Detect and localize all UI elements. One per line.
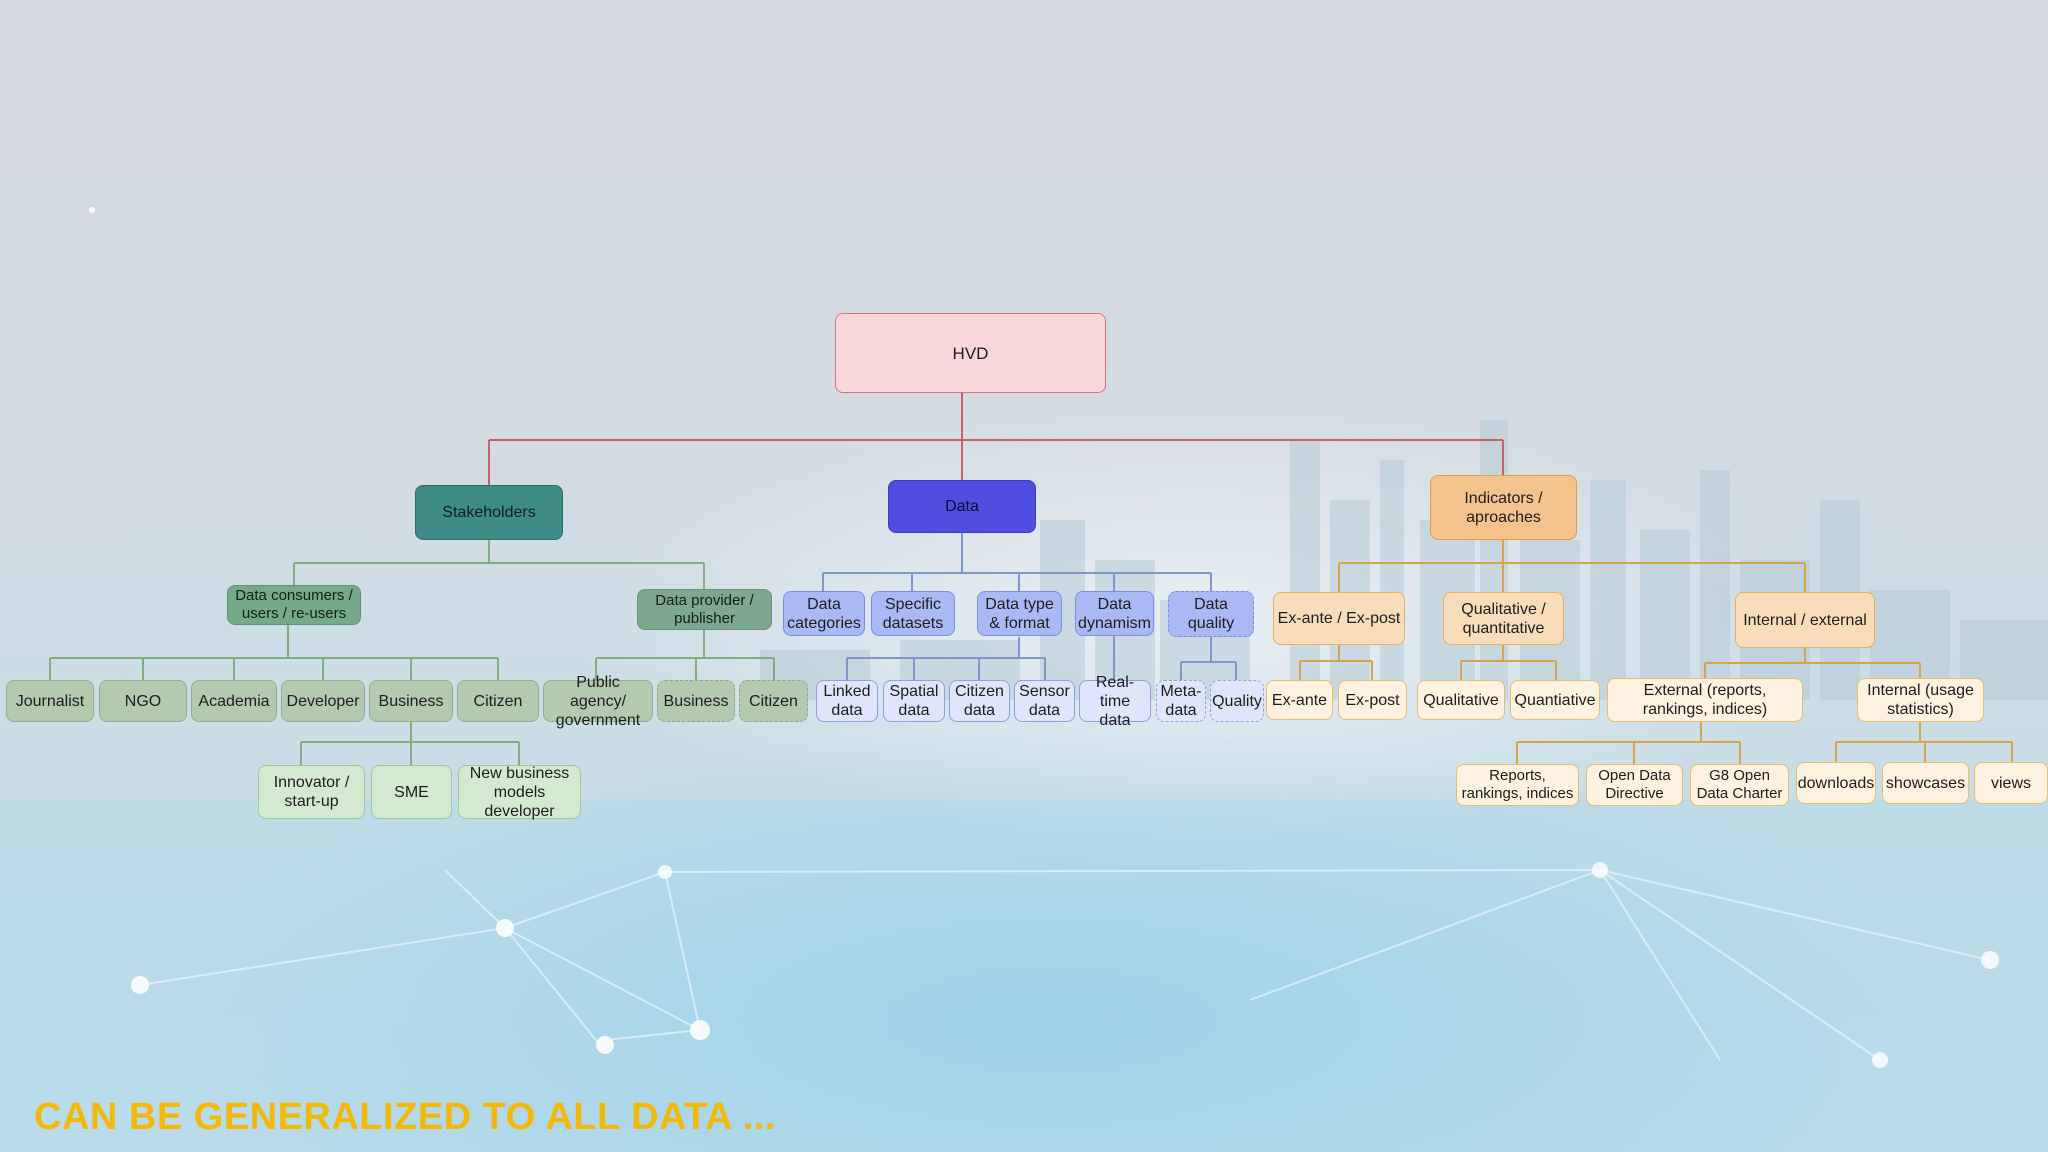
- leaf-public-agency[interactable]: Public agency/ government: [543, 674, 653, 729]
- leaf-views[interactable]: views: [1974, 762, 2048, 804]
- leaf-ngo[interactable]: NGO: [99, 680, 187, 722]
- internal-external-node[interactable]: Internal / external: [1735, 592, 1875, 648]
- footer-caption: CAN BE GENERALIZED TO ALL DATA ...: [34, 1096, 776, 1138]
- specific-datasets-node[interactable]: Specific datasets: [871, 591, 955, 636]
- qualitative-quantitative-node[interactable]: Qualitative / quantitative: [1443, 592, 1564, 645]
- leaf-g8-charter[interactable]: G8 Open Data Charter: [1690, 764, 1789, 806]
- leaf-reports-rankings[interactable]: Reports, rankings, indices: [1456, 764, 1579, 806]
- data-provider-node[interactable]: Data provider / publisher: [637, 589, 772, 630]
- data-quality-node[interactable]: Data quality: [1168, 591, 1254, 637]
- leaf-sensor-data[interactable]: Sensor data: [1014, 680, 1075, 722]
- leaf-real-time-data[interactable]: Real-time data: [1079, 674, 1151, 729]
- leaf-meta-data[interactable]: Meta-data: [1156, 680, 1206, 722]
- leaf-citizen-consumer[interactable]: Citizen: [457, 680, 539, 722]
- hvd-root-node[interactable]: HVD: [835, 313, 1106, 393]
- leaf-showcases[interactable]: showcases: [1882, 762, 1969, 804]
- leaf-business-consumer[interactable]: Business: [369, 680, 453, 722]
- leaf-sme[interactable]: SME: [371, 765, 452, 819]
- data-node[interactable]: Data: [888, 480, 1036, 533]
- leaf-internal[interactable]: Internal (usage statistics): [1857, 678, 1984, 722]
- leaf-business-provider[interactable]: Business: [657, 680, 735, 722]
- indicators-node[interactable]: Indicators / aproaches: [1430, 475, 1577, 540]
- leaf-spatial-data[interactable]: Spatial data: [883, 680, 945, 722]
- leaf-ex-post[interactable]: Ex-post: [1338, 680, 1407, 720]
- data-consumers-node[interactable]: Data consumers / users / re-users: [227, 585, 361, 625]
- leaf-ex-ante[interactable]: Ex-ante: [1266, 680, 1333, 720]
- leaf-developer[interactable]: Developer: [281, 680, 365, 722]
- leaf-journalist[interactable]: Journalist: [6, 680, 94, 722]
- leaf-citizen-provider[interactable]: Citizen: [739, 680, 808, 722]
- data-type-format-node[interactable]: Data type & format: [977, 591, 1062, 636]
- leaf-new-business-models[interactable]: New business models developer: [458, 765, 581, 820]
- data-dynamism-node[interactable]: Data dynamism: [1075, 591, 1154, 636]
- leaf-academia[interactable]: Academia: [191, 680, 277, 722]
- leaf-quantiative[interactable]: Quantiative: [1510, 680, 1600, 720]
- leaf-external[interactable]: External (reports, rankings, indices): [1607, 678, 1803, 722]
- leaf-downloads[interactable]: downloads: [1796, 762, 1876, 804]
- leaf-open-data-directive[interactable]: Open Data Directive: [1586, 764, 1683, 806]
- leaf-innovator-startup[interactable]: Innovator / start-up: [258, 765, 365, 819]
- leaf-linked-data[interactable]: Linked data: [816, 680, 878, 722]
- leaf-citizen-data[interactable]: Citizen data: [949, 680, 1010, 722]
- leaf-qualitative[interactable]: Qualitative: [1417, 680, 1505, 720]
- exante-expost-node[interactable]: Ex-ante / Ex-post: [1273, 592, 1405, 645]
- stakeholders-node[interactable]: Stakeholders: [415, 485, 563, 540]
- leaf-quality[interactable]: Quality: [1210, 680, 1264, 722]
- data-categories-node[interactable]: Data categories: [783, 591, 865, 636]
